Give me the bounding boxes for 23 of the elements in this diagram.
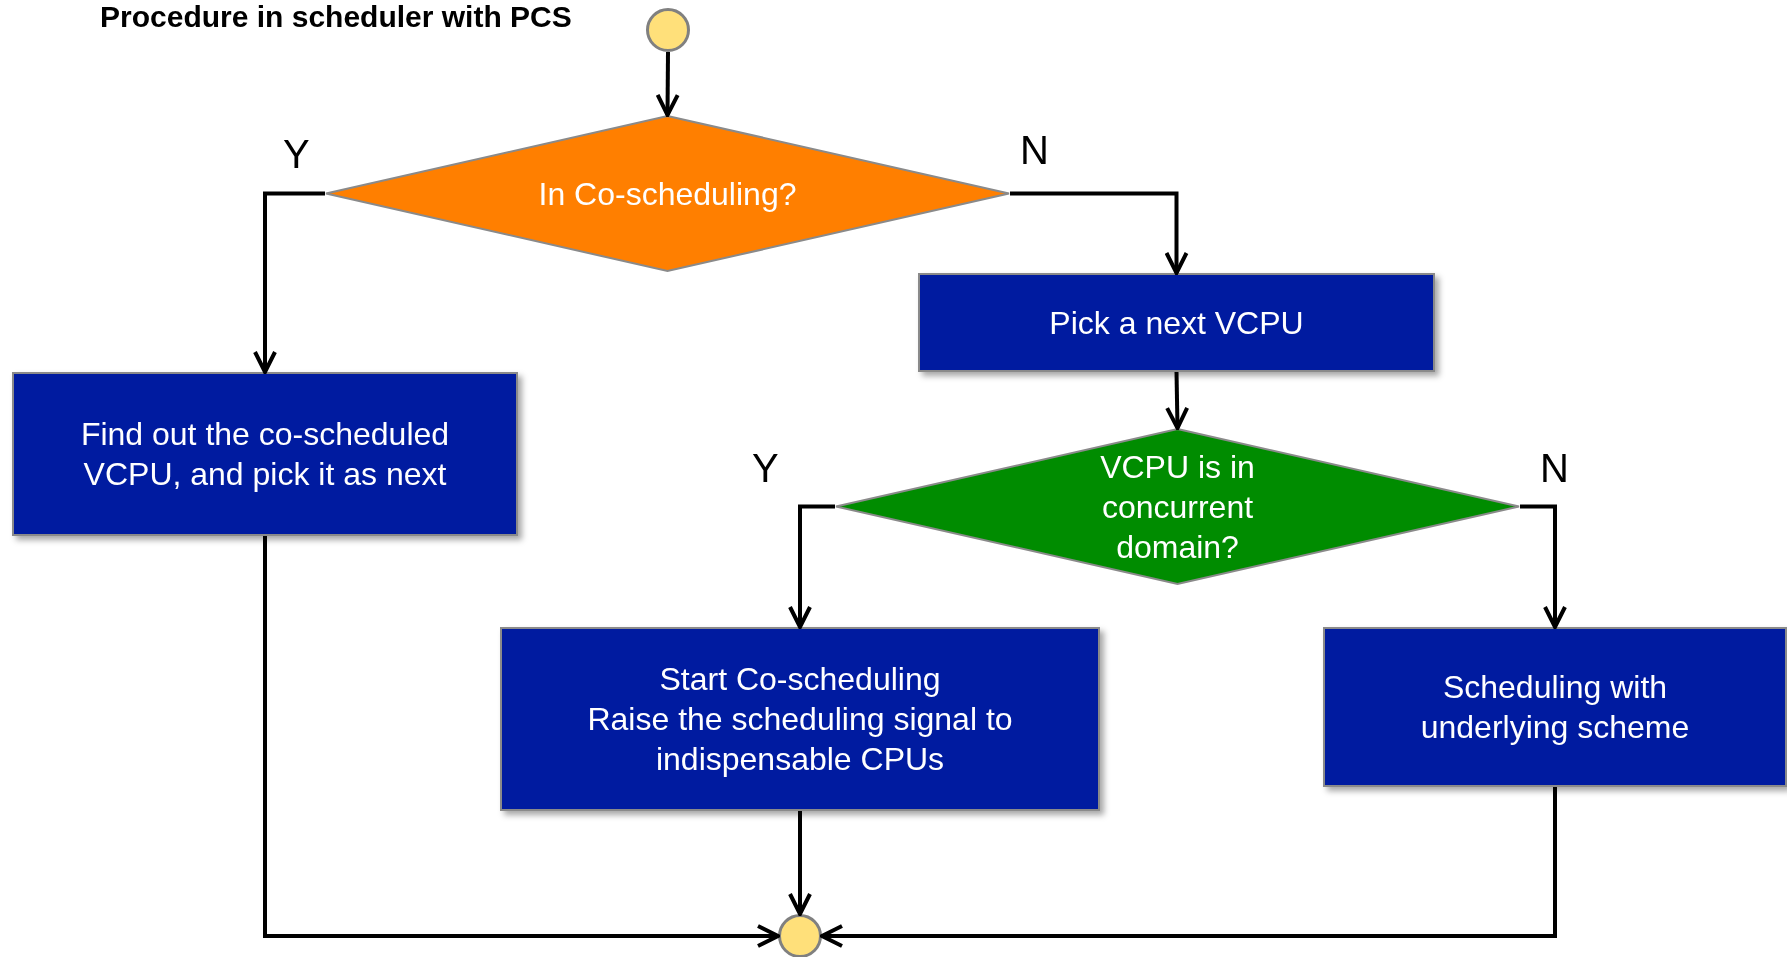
- node-text: VCPU is in concurrent domain?: [1099, 447, 1256, 567]
- process-box: [12, 372, 518, 536]
- process-box: [1323, 627, 1787, 787]
- diagram-title: Procedure in scheduler with PCS: [100, 0, 572, 34]
- arrow: [788, 811, 812, 916]
- node-text: Find out the co-scheduled VCPU, and pick it as next: [79, 415, 451, 494]
- arrow: [1520, 504, 1567, 629]
- arrow: [1010, 191, 1189, 275]
- decision-diamond: [835, 428, 1520, 585]
- node-text: Raise the scheduling signal to indispensable CPUs: [586, 700, 1014, 779]
- arrow: [253, 191, 325, 374]
- node-text: In Co-scheduling?: [538, 174, 797, 214]
- decision-diamond: [325, 115, 1010, 272]
- terminal-circle: [646, 8, 690, 52]
- arrow: [1165, 371, 1190, 430]
- process-box: [918, 273, 1435, 372]
- node-text: Scheduling with underlying scheme: [1419, 668, 1691, 747]
- arrow: [655, 52, 680, 117]
- arrow: [820, 787, 1557, 948]
- arrow: [788, 504, 835, 629]
- process-box: [500, 627, 1100, 811]
- node-text: Pick a next VCPU: [1049, 303, 1304, 343]
- node-text: Start Co-scheduling: [659, 660, 941, 699]
